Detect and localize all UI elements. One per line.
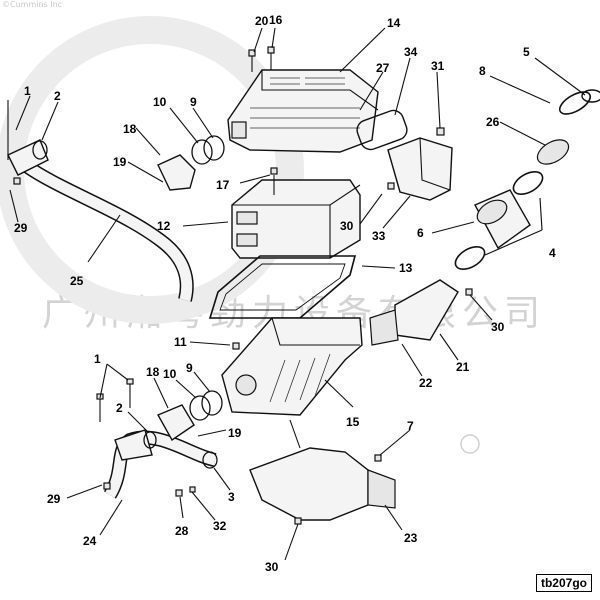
callout-24: 24: [83, 534, 97, 548]
air-inlet-elbow: [356, 109, 453, 201]
callout-5: 5: [523, 45, 530, 59]
intake-heater-block: [231, 179, 361, 259]
callout-1: 1: [24, 84, 31, 98]
callout-16: 16: [269, 13, 283, 27]
intake-transition: [369, 279, 459, 346]
callout-10-lower: 10: [163, 367, 177, 381]
callout-11: 11: [174, 335, 187, 349]
flange-upper: [157, 135, 225, 191]
intake-manifold-lower: [221, 317, 363, 416]
callout-19-lower: 19: [228, 426, 242, 440]
callout-30: 30: [340, 219, 354, 233]
mounting-bracket: [249, 419, 396, 521]
callout-8: 8: [479, 64, 486, 78]
callout-28: 28: [175, 524, 189, 538]
callout-13: 13: [399, 261, 413, 275]
callout-33: 33: [372, 229, 386, 243]
callout-labels: 20 16 14 34 31 5 8 1 2 10 9 27 26 18 19 …: [14, 13, 556, 574]
callout-27: 27: [376, 61, 390, 75]
callout-30-right: 30: [491, 320, 505, 334]
callout-6: 6: [417, 226, 424, 240]
callout-2: 2: [54, 89, 61, 103]
hose-clamps: [454, 89, 600, 270]
transfer-tube-lower: [103, 390, 223, 499]
callout-32: 32: [213, 519, 227, 533]
callout-3: 3: [228, 490, 235, 504]
callout-14: 14: [387, 16, 401, 30]
leader-lines: [9, 27, 586, 561]
transfer-tube-upper: [7, 100, 194, 302]
intake-hose: [474, 189, 531, 250]
callout-29-lower: 29: [47, 492, 61, 506]
callout-25: 25: [70, 274, 84, 288]
callout-30-bottom: 30: [265, 560, 279, 574]
callout-2-lower: 2: [116, 401, 123, 415]
callout-1-lower: 1: [94, 352, 101, 366]
intake-manifold-upper: [227, 69, 379, 153]
callout-29: 29: [14, 221, 28, 235]
callout-9-lower: 9: [186, 361, 193, 375]
callout-9: 9: [190, 95, 197, 109]
registered-mark: [460, 434, 480, 454]
callout-20: 20: [255, 14, 269, 28]
figure-id-label: tb207go: [535, 574, 592, 592]
callout-31: 31: [431, 59, 445, 73]
callout-22: 22: [419, 376, 433, 390]
callout-7: 7: [407, 419, 414, 433]
callout-4: 4: [549, 246, 556, 260]
callout-26: 26: [486, 115, 500, 129]
callout-15: 15: [346, 415, 360, 429]
callout-17: 17: [216, 178, 230, 192]
callout-23: 23: [404, 531, 418, 545]
callout-34: 34: [404, 45, 418, 59]
callout-18: 18: [123, 122, 137, 136]
callout-19: 19: [113, 155, 127, 169]
watermark-logo: [0, 16, 304, 324]
callout-21: 21: [456, 360, 470, 374]
callout-18-lower: 18: [146, 365, 160, 379]
copyright-notice: ©Cummins Inc: [2, 0, 63, 9]
callout-10: 10: [153, 95, 167, 109]
callout-12: 12: [157, 219, 171, 233]
gasket: [208, 255, 357, 319]
